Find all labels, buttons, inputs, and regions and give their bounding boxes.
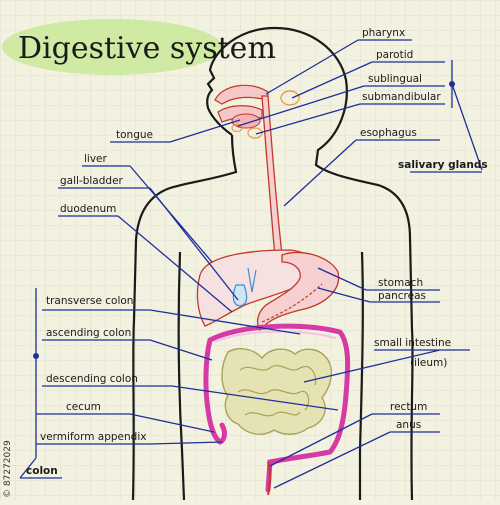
label-pharynx: pharynx <box>362 27 405 39</box>
label-duodenum: duodenum <box>60 203 116 215</box>
label-parotid: parotid <box>376 49 413 61</box>
parotid-gland <box>280 90 300 106</box>
label-pancreas: pancreas <box>378 290 426 302</box>
label-ileum: (ileum) <box>410 357 447 369</box>
label-descending-colon: descending colon <box>46 373 138 385</box>
label-vermiform-appendix: vermiform appendix <box>40 431 146 443</box>
title-highlight <box>2 19 222 75</box>
label-small-intestine: small intestine <box>374 337 451 349</box>
label-rectum: rectum <box>390 401 427 413</box>
label-tongue: tongue <box>116 129 153 141</box>
label-salivary-glands: salivary glands <box>398 159 488 171</box>
label-anus: anus <box>396 419 421 431</box>
label-ascending-colon: ascending colon <box>46 327 131 339</box>
intestine-loops <box>237 365 317 417</box>
sublingual-gland <box>231 123 243 133</box>
diagram-title: Digestive system <box>18 31 276 66</box>
colon-highlight <box>214 330 337 343</box>
label-colon: colon <box>26 465 58 477</box>
leader-lines <box>19 39 483 489</box>
label-cecum: cecum <box>66 401 101 413</box>
watermark-text: © 87272029 <box>3 440 13 498</box>
colon-shape <box>203 323 351 493</box>
gall-bladder-shape <box>232 284 248 307</box>
leader-dots <box>33 81 455 359</box>
label-submandibular: submandibular <box>362 91 441 103</box>
submandibular-gland <box>247 127 263 139</box>
label-liver: liver <box>84 153 108 165</box>
pancreas-shape <box>261 283 323 323</box>
rectum-shape <box>267 461 272 496</box>
label-transverse-colon: transverse colon <box>46 295 133 307</box>
label-esophagus: esophagus <box>360 127 417 139</box>
label-gall-bladder: gall-bladder <box>60 175 124 187</box>
label-stomach: stomach <box>378 277 423 289</box>
bile-ducts <box>247 267 257 293</box>
label-sublingual: sublingual <box>368 73 422 85</box>
